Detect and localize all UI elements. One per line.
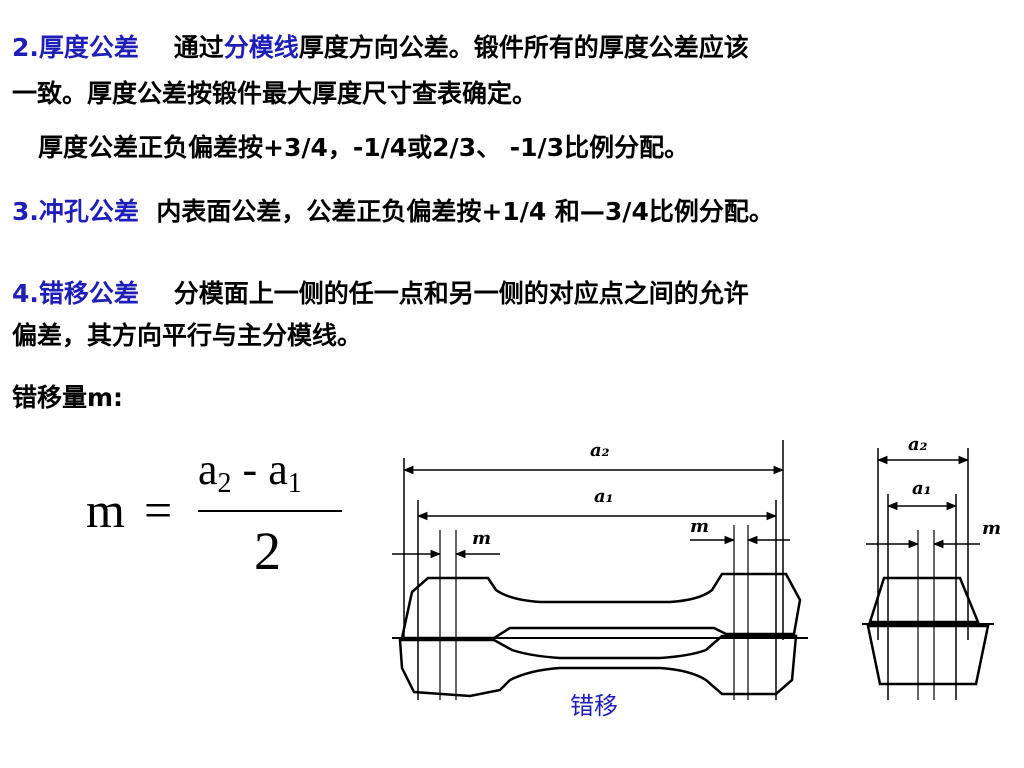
para3-title: 冲孔公差 xyxy=(38,197,139,226)
label-a1-short: a₁ xyxy=(912,478,932,499)
label-a1-long: a₁ xyxy=(594,486,614,507)
para4-title: 错移公差 xyxy=(38,279,139,308)
formula-numerator: a2 - a1 xyxy=(198,445,302,500)
formula-fraction-bar xyxy=(198,510,342,512)
formula-lhs: m xyxy=(86,482,125,538)
long-forging-drawing xyxy=(392,440,808,700)
para3-number: 3. xyxy=(12,197,39,226)
label-m-left: m xyxy=(472,528,491,549)
label-a2-short: a₂ xyxy=(908,434,928,455)
label-m-right: m xyxy=(690,516,709,537)
para2-text-a: 通过 xyxy=(173,33,224,62)
formula-denominator: 2 xyxy=(254,521,281,581)
diagram-caption: 错移 xyxy=(570,692,618,720)
para4-line1: 4.错移公差 分模面上一侧的任一点和另一侧的对应点之间的允许 xyxy=(12,276,749,312)
formula-equals: = xyxy=(144,482,173,538)
para2-line1: 2.厚度公差 通过分模线厚度方向公差。锻件所有的厚度公差应该 xyxy=(12,30,749,66)
para3-text: 内表面公差，公差正负偏差按+1/4 和—3/4比例分配。 xyxy=(156,197,774,226)
label-a2-long: a₂ xyxy=(590,440,610,461)
para2-highlight: 分模线 xyxy=(223,33,299,62)
para2-text-b: 厚度方向公差。锻件所有的厚度公差应该 xyxy=(298,33,749,62)
short-forging-drawing xyxy=(862,448,994,700)
para2-title: 厚度公差 xyxy=(38,33,139,62)
para4-text: 分模面上一侧的任一点和另一侧的对应点之间的允许 xyxy=(173,279,749,308)
para4-line2: 偏差，其方向平行与主分模线。 xyxy=(12,321,363,350)
para4-number: 4. xyxy=(12,279,39,308)
para2-number: 2. xyxy=(12,33,39,62)
label-m-short: m xyxy=(982,518,1001,539)
para3-line1: 3.冲孔公差 内表面公差，公差正负偏差按+1/4 和—3/4比例分配。 xyxy=(12,194,774,230)
offset-label: 错移量m: xyxy=(12,383,124,412)
para2-line3: 厚度公差正负偏差按+3/4，-1/4或2/3、 -1/3比例分配。 xyxy=(38,133,690,162)
para2-line2: 一致。厚度公差按锻件最大厚度尺寸查表确定。 xyxy=(12,79,538,108)
